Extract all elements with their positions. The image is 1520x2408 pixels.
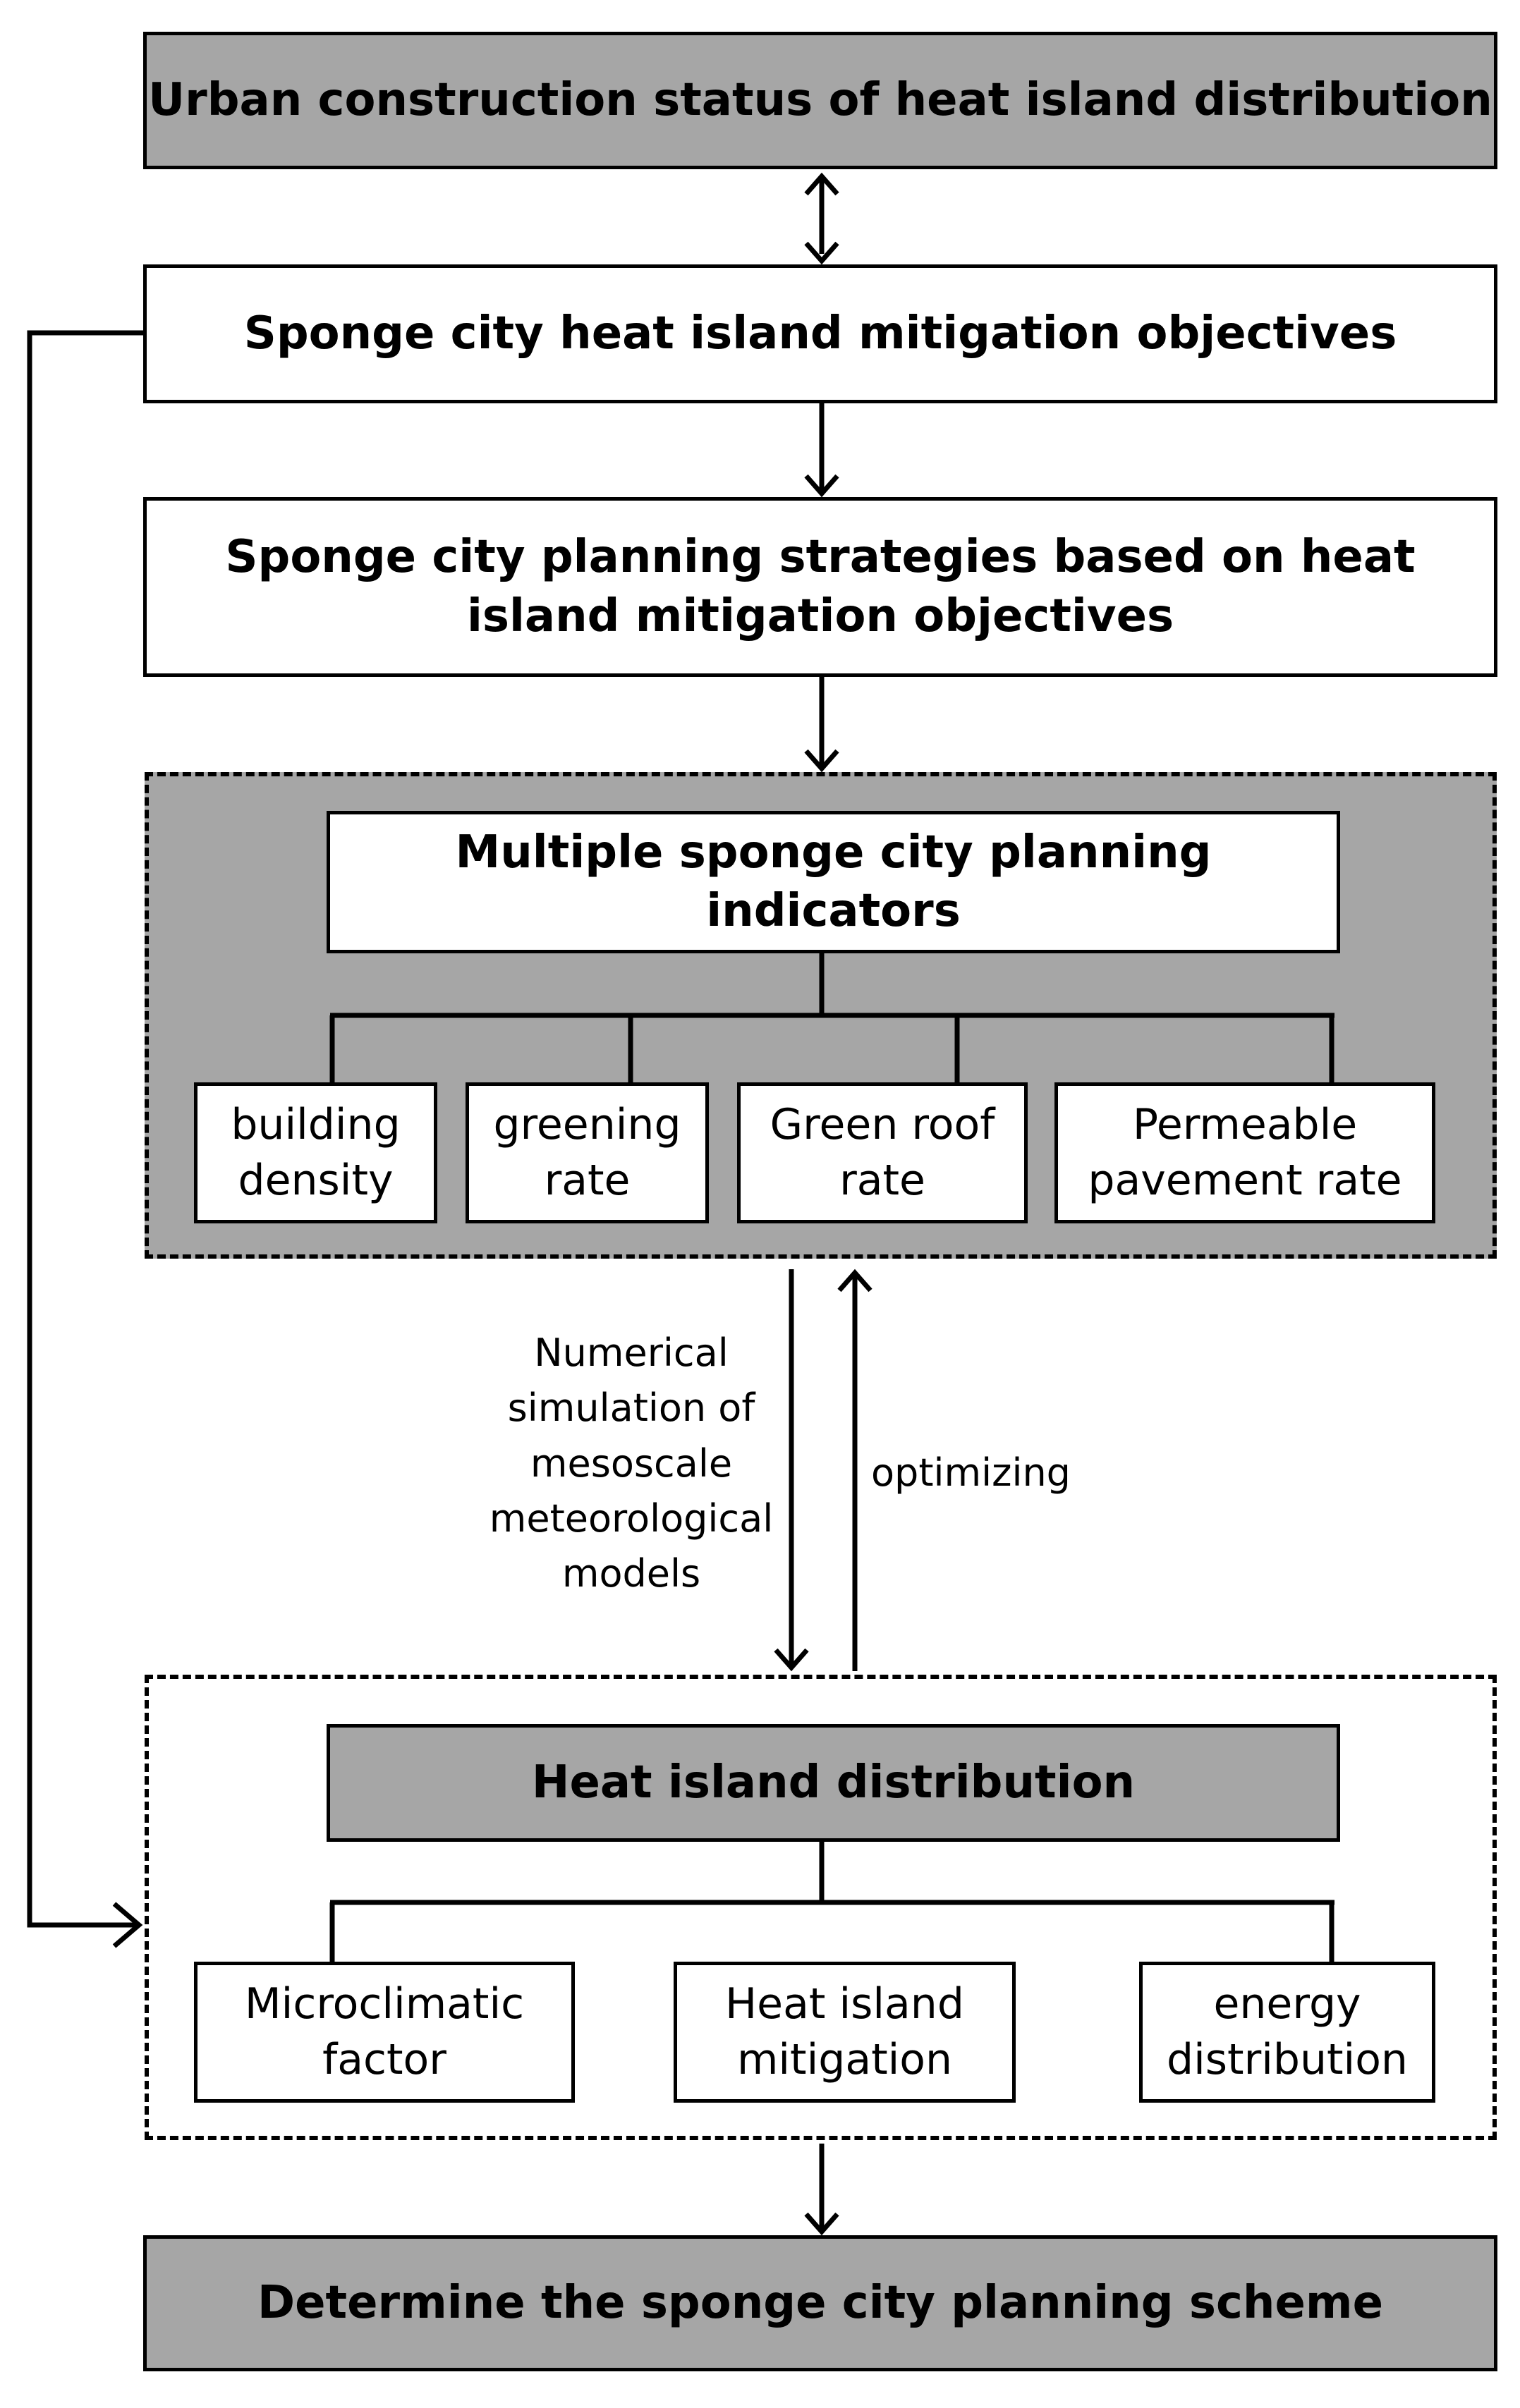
factor-label: Heat island mitigation (725, 1979, 964, 2084)
indicator-green-roof-rate: Green roof rate (737, 1082, 1028, 1223)
indicator-label: Permeable pavement rate (1088, 1099, 1402, 1205)
factor-energy-distribution: energy distribution (1139, 1962, 1435, 2103)
distribution-title-box: Heat island distribution (327, 1724, 1340, 1842)
scheme-text: Determine the sponge city planning schem… (257, 2276, 1383, 2329)
arrowhead-down (804, 241, 839, 265)
indicators-title-text: Multiple sponge city planning indicators (455, 826, 1212, 937)
indicator-building-density: building density (194, 1082, 437, 1223)
strategies-box: Sponge city planning strategies based on… (143, 497, 1497, 677)
scheme-box: Determine the sponge city planning schem… (143, 2235, 1497, 2371)
status-box: Urban construction status of heat island… (143, 32, 1497, 169)
indicator-label: greening rate (493, 1099, 681, 1205)
feedback-loop (27, 330, 145, 1928)
objectives-text: Sponge city heat island mitigation objec… (243, 307, 1397, 360)
distribution-title-text: Heat island distribution (531, 1756, 1136, 1809)
distribution-panel (145, 1675, 1497, 2140)
factor-microclimatic: Microclimatic factor (194, 1962, 575, 2103)
indicators-title-box: Multiple sponge city planning indicators (327, 811, 1340, 953)
indicator-permeable-pavement-rate: Permeable pavement rate (1054, 1082, 1435, 1223)
strategies-text: Sponge city planning strategies based on… (225, 531, 1416, 642)
indicator-greening-rate: greening rate (466, 1082, 709, 1223)
factor-heat-island-mitigation: Heat island mitigation (674, 1962, 1016, 2103)
arrowhead-up (804, 172, 839, 196)
indicator-label: Green roof rate (770, 1099, 995, 1205)
indicator-label: building density (231, 1099, 401, 1205)
simulation-label: Numerical simulation of mesoscale meteor… (489, 1331, 774, 1596)
optimizing-label: optimizing (871, 1450, 1071, 1495)
factor-label: energy distribution (1167, 1979, 1408, 2084)
objectives-box: Sponge city heat island mitigation objec… (143, 264, 1497, 403)
factor-label: Microclimatic factor (244, 1979, 525, 2084)
status-text: Urban construction status of heat island… (148, 73, 1492, 126)
